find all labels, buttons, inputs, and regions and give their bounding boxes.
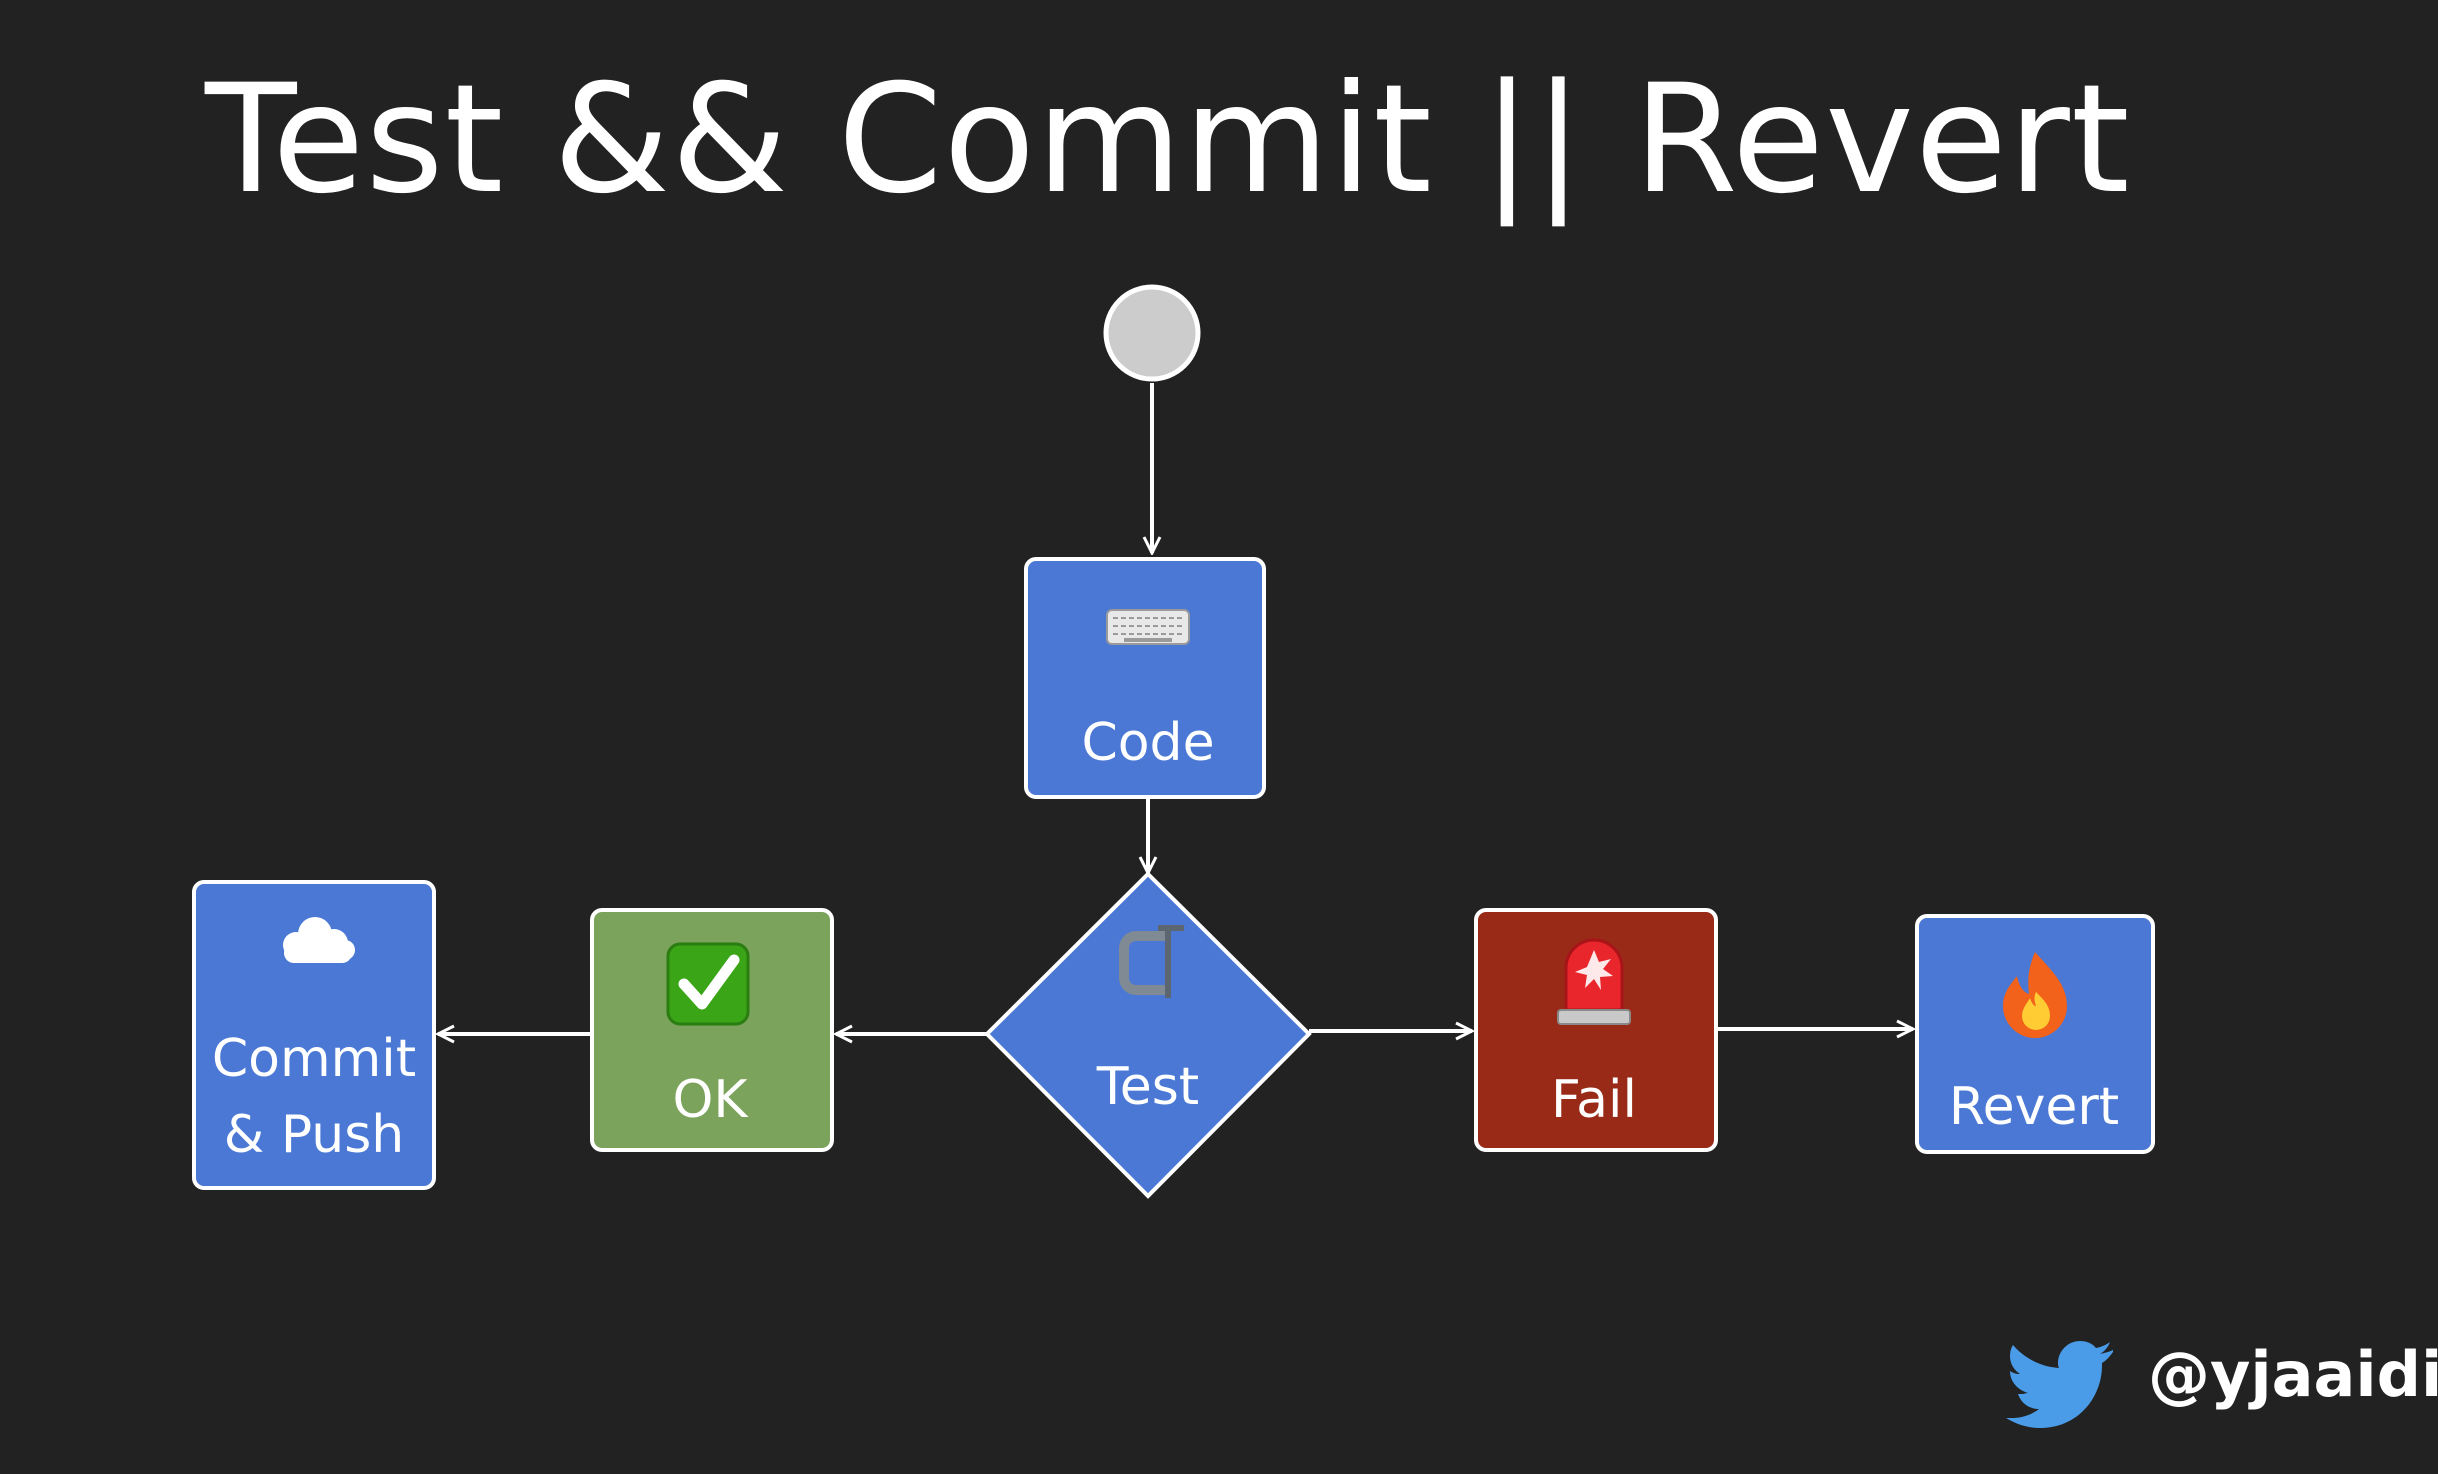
commit-push-node: Commit & Push: [192, 880, 436, 1190]
keyboard-icon: [1106, 609, 1190, 645]
slide-title: Test && Commit || Revert: [205, 53, 2131, 227]
clamp-icon: [1119, 925, 1184, 998]
start-node: [1103, 284, 1201, 382]
fire-icon: [2003, 952, 2067, 1038]
police-light-icon: [1557, 938, 1631, 1025]
revert-label: Revert: [1949, 1077, 2119, 1137]
twitter-bird-icon: [2006, 1341, 2113, 1428]
fail-node: Fail: [1474, 908, 1718, 1152]
fail-label: Fail: [1551, 1070, 1637, 1130]
test-label: Test: [1096, 1057, 1199, 1117]
ok-node: OK: [590, 908, 834, 1152]
push-label: & Push: [224, 1105, 405, 1165]
check-mark-button-icon: [666, 942, 750, 1026]
ok-label: OK: [672, 1070, 749, 1130]
code-label: Code: [1081, 713, 1214, 773]
twitter-handle: @yjaaidi: [2148, 1338, 2438, 1411]
revert-node: Revert: [1915, 914, 2155, 1154]
test-node: Test: [984, 871, 1312, 1199]
cloud-icon: [283, 917, 355, 963]
commit-label: Commit: [212, 1029, 416, 1089]
code-node: Code: [1024, 557, 1266, 799]
